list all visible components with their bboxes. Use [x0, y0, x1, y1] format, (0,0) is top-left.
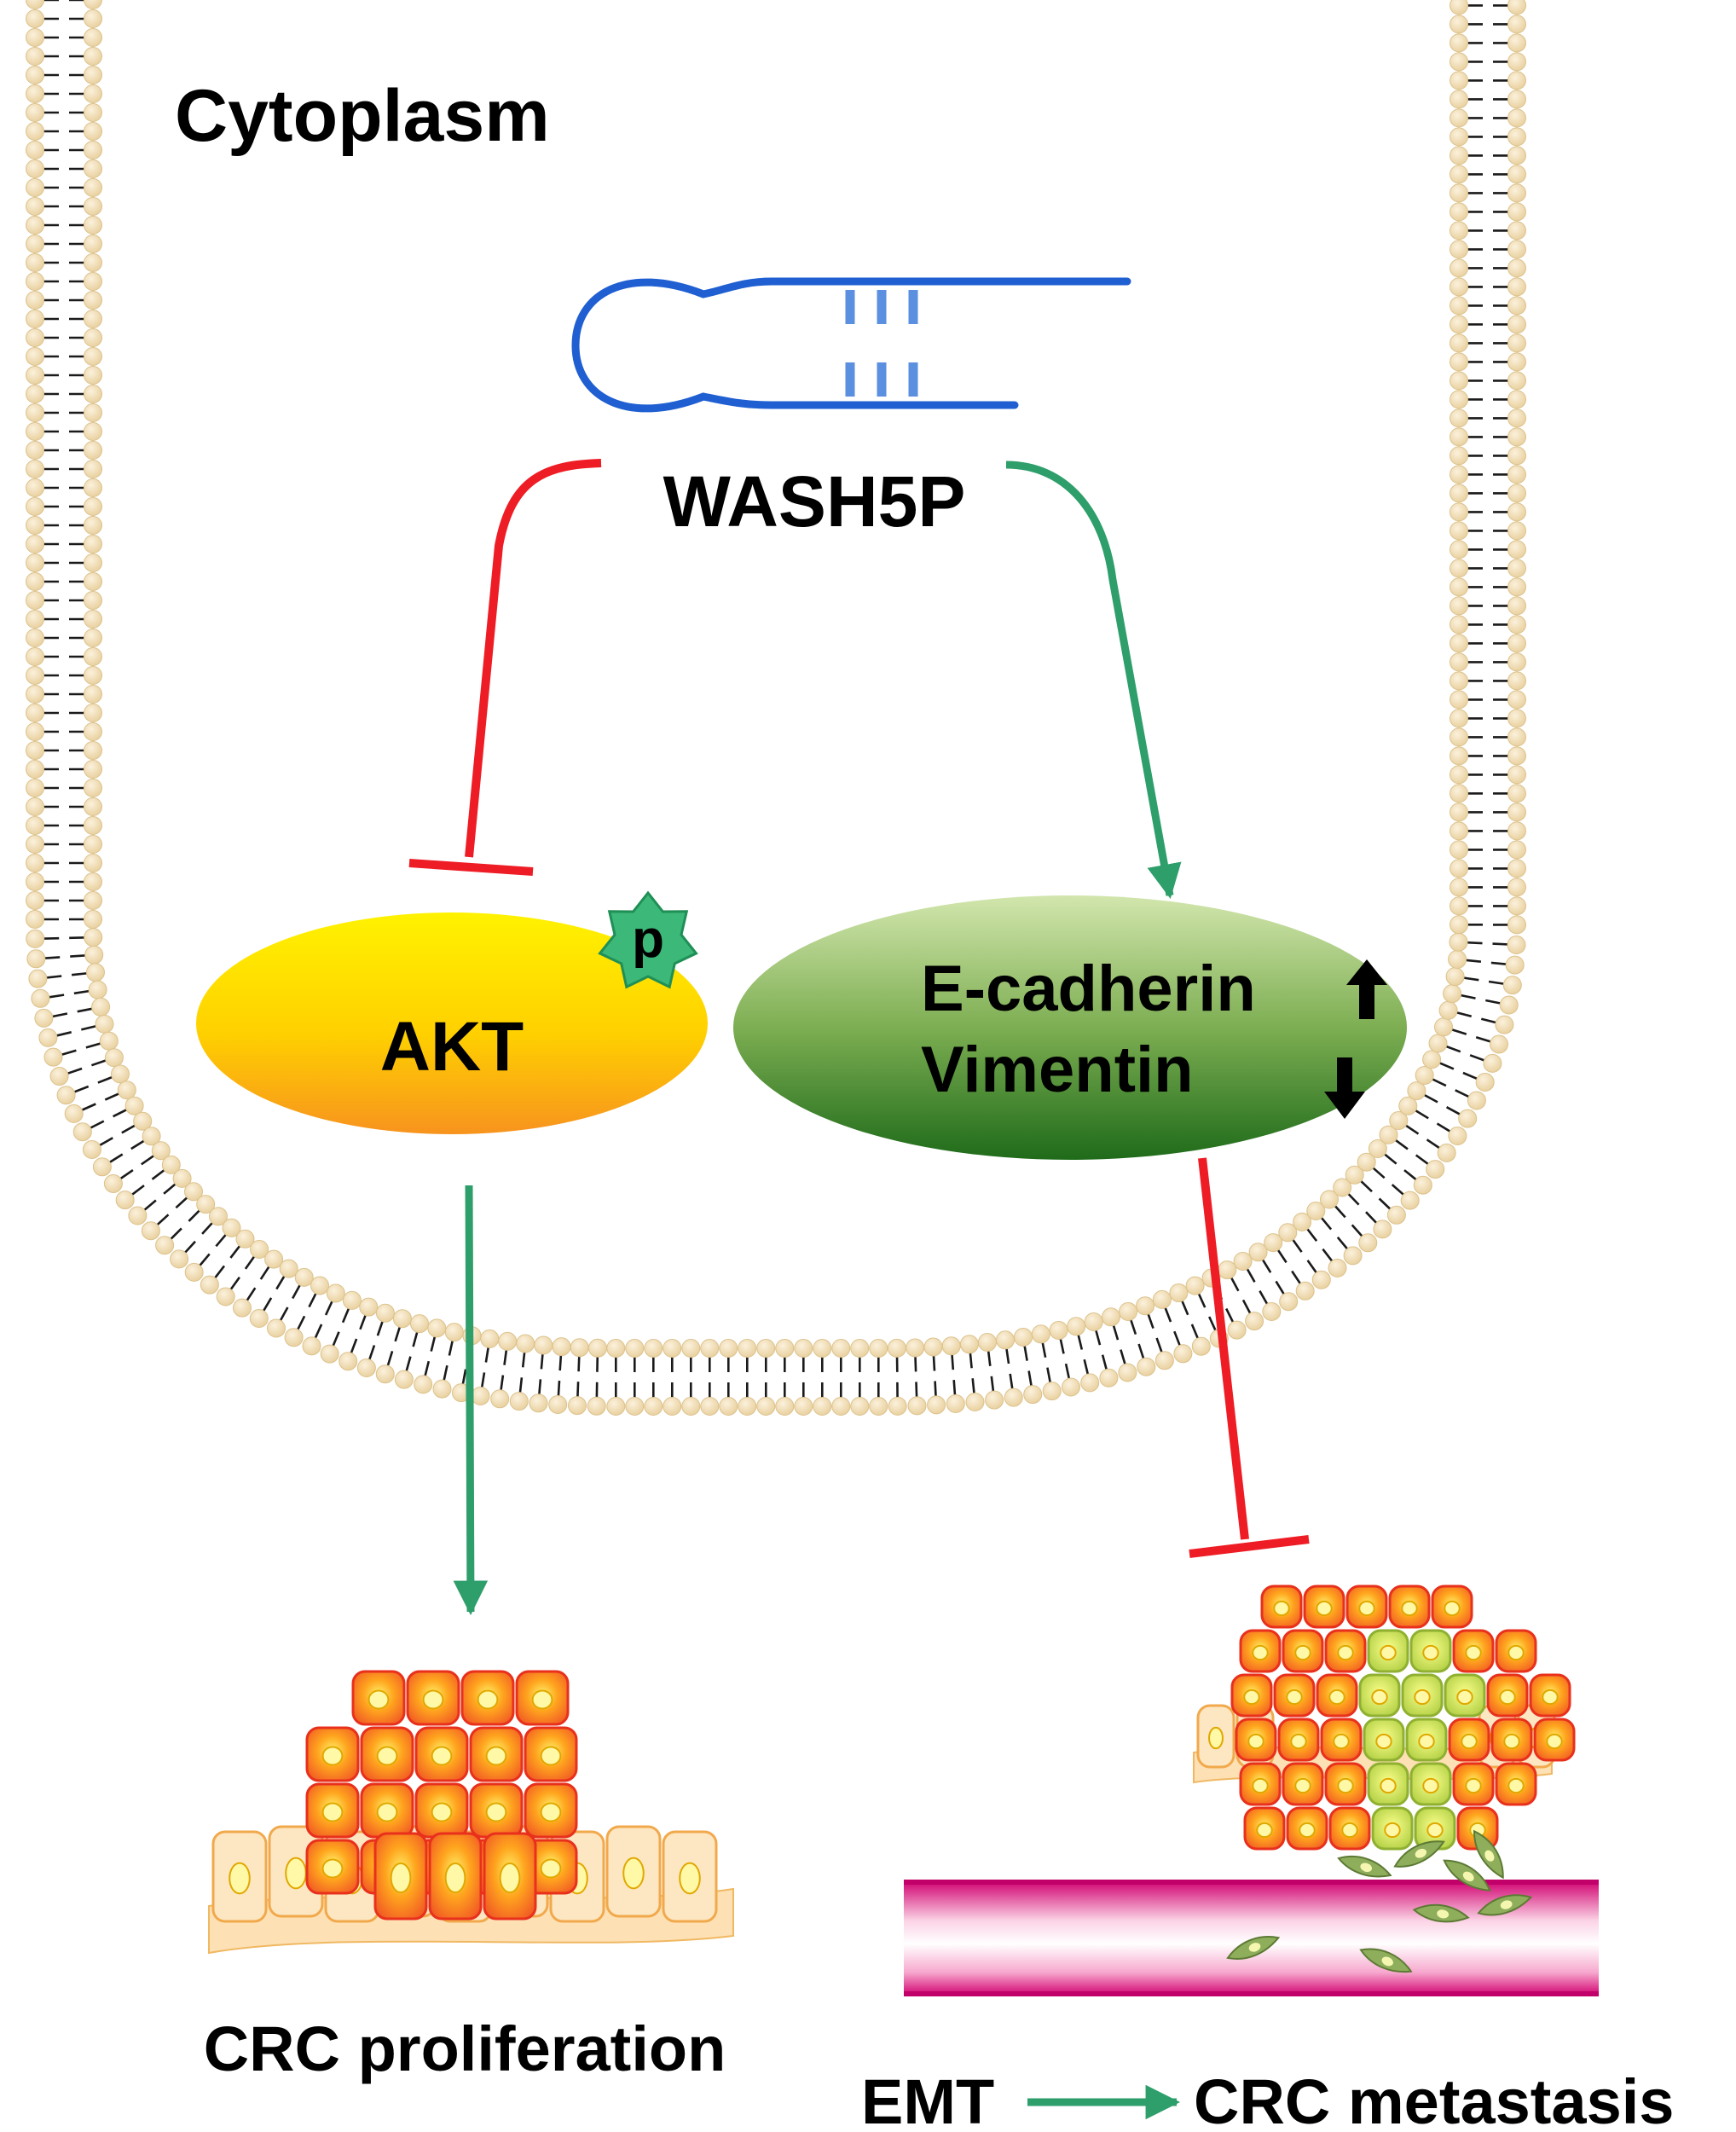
akt-proliferation-activation — [453, 1185, 489, 1616]
crc-proliferation-illustration — [208, 1670, 734, 1955]
phosphorylation-badge-icon: p — [598, 890, 698, 989]
wash5p-emt-activation — [1005, 461, 1182, 899]
emt-metastasis-inhibition — [1189, 1157, 1310, 1558]
cell-membrane — [26, 0, 1526, 1416]
akt-node: AKT — [196, 912, 708, 1134]
crc-proliferation-label: CRC proliferation — [204, 2013, 726, 2084]
crc-metastasis-illustration — [904, 1585, 1599, 1996]
emt-marker-node: E-cadherin Vimentin — [733, 895, 1407, 1160]
emt-label: EMT — [861, 2066, 994, 2132]
vimentin-label: Vimentin — [921, 1034, 1194, 1106]
phospho-label: p — [632, 910, 664, 969]
wash5p-hairpin-icon — [571, 277, 1131, 413]
wash5p-akt-inhibition — [408, 459, 602, 876]
akt-label: AKT — [380, 1008, 524, 1086]
wash5p-label: WASH5P — [663, 461, 966, 542]
cytoplasm-label: Cytoplasm — [175, 75, 550, 157]
up-arrow-icon — [1346, 959, 1387, 1019]
down-arrow-icon — [1324, 1057, 1365, 1119]
crc-metastasis-label: CRC metastasis — [1194, 2066, 1674, 2132]
ecadherin-label: E-cadherin — [921, 953, 1256, 1025]
